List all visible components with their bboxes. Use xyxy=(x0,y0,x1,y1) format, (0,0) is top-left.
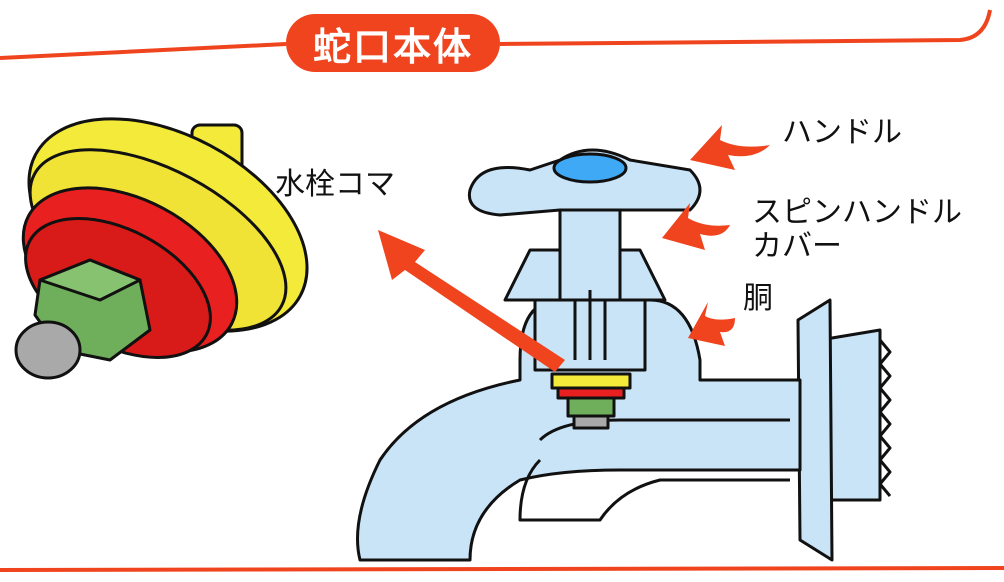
faucet-stem xyxy=(558,198,622,302)
page-title: 蛇口本体 xyxy=(286,14,500,72)
valve-top-icon xyxy=(14,117,309,380)
valve-in-faucet-gray xyxy=(572,414,610,430)
valve-top-arrow xyxy=(378,230,565,372)
top-border-line xyxy=(0,9,992,60)
handle-cap xyxy=(552,152,628,184)
handle-arrow xyxy=(690,125,770,170)
label-handle: ハンドル xyxy=(782,115,902,150)
label-spin-handle-cover-line2: カバー xyxy=(752,229,842,264)
valve-top-gray-stem xyxy=(14,320,82,380)
body-arrow xyxy=(688,302,735,346)
faucet-body-icon xyxy=(356,148,892,562)
label-body: 胴 xyxy=(743,281,773,316)
pointer-arrows xyxy=(378,125,770,372)
valve-in-faucet-yellow xyxy=(550,372,632,390)
label-spin-handle-cover-line1: スピンハンドル xyxy=(752,195,962,230)
bottom-border-line xyxy=(0,566,1004,572)
spin-cover-arrow xyxy=(662,203,730,250)
faucet-flange xyxy=(796,298,834,562)
label-valve-top: 水栓コマ xyxy=(275,167,395,202)
valve-in-faucet-green xyxy=(566,396,616,418)
